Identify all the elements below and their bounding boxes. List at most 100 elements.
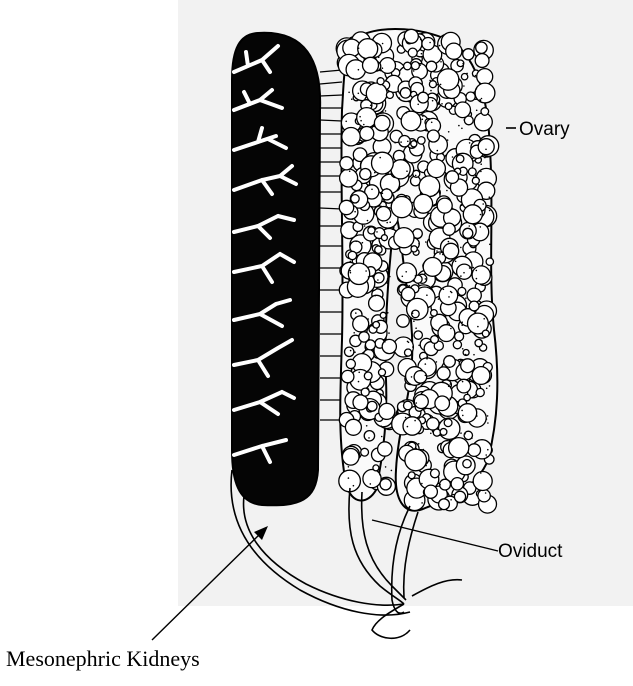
egg: [440, 479, 451, 490]
speckle: [358, 93, 360, 95]
speckle: [429, 42, 431, 44]
speckle: [379, 157, 381, 159]
egg: [405, 449, 427, 471]
speckle: [480, 214, 482, 216]
egg: [365, 340, 375, 350]
egg: [468, 444, 481, 457]
speckle: [423, 449, 425, 451]
speckle: [373, 126, 375, 128]
speckle: [480, 163, 482, 165]
speckle: [402, 276, 404, 278]
speckle: [485, 149, 487, 151]
speckle: [459, 340, 461, 342]
speckle: [354, 211, 356, 213]
speckle: [450, 328, 452, 330]
ovary-label: Ovary: [519, 119, 570, 141]
speckle: [384, 341, 386, 343]
speckle: [382, 43, 384, 45]
egg: [411, 141, 417, 147]
speckle: [463, 272, 465, 274]
speckle: [372, 40, 374, 42]
egg: [476, 388, 484, 396]
speckle: [353, 332, 355, 334]
speckle: [408, 100, 410, 102]
speckle: [448, 131, 450, 133]
speckle: [458, 125, 460, 127]
egg: [472, 266, 490, 284]
egg: [379, 403, 395, 419]
speckle: [480, 226, 482, 228]
egg: [377, 78, 384, 85]
egg: [478, 139, 494, 155]
speckle: [355, 241, 357, 243]
speckle: [368, 276, 370, 278]
egg: [458, 287, 466, 295]
speckle: [484, 157, 486, 159]
speckle: [438, 298, 440, 300]
speckle: [393, 200, 395, 202]
speckle: [425, 241, 427, 243]
egg: [473, 472, 492, 491]
speckle: [421, 192, 423, 194]
egg: [463, 205, 482, 224]
speckle: [434, 281, 436, 283]
speckle: [461, 324, 463, 326]
speckle: [348, 477, 350, 479]
speckle: [465, 354, 467, 356]
speckle: [392, 228, 394, 230]
speckle: [425, 375, 427, 377]
egg: [486, 258, 493, 265]
speckle: [387, 282, 389, 284]
speckle: [461, 410, 463, 412]
speckle: [413, 320, 415, 322]
speckle: [406, 112, 408, 114]
speckle: [429, 80, 431, 82]
speckle: [462, 415, 464, 417]
speckle: [430, 90, 432, 92]
speckle: [415, 175, 417, 177]
speckle: [476, 110, 478, 112]
egg: [408, 48, 417, 57]
speckle: [480, 171, 482, 173]
egg: [373, 465, 379, 471]
speckle: [460, 247, 462, 249]
speckle: [387, 206, 389, 208]
egg: [476, 42, 487, 53]
speckle: [348, 92, 350, 94]
egg: [381, 189, 392, 200]
egg: [394, 228, 414, 248]
egg: [472, 177, 479, 184]
speckle: [420, 39, 422, 41]
egg: [404, 401, 413, 410]
egg: [426, 61, 436, 71]
speckle: [391, 470, 393, 472]
egg: [369, 295, 385, 311]
speckle: [463, 85, 465, 87]
speckle: [476, 415, 478, 417]
egg: [380, 312, 386, 318]
speckle: [376, 42, 378, 44]
egg: [357, 108, 377, 128]
speckle: [469, 142, 471, 144]
speckle: [352, 78, 354, 80]
egg: [348, 263, 369, 284]
egg: [414, 194, 433, 213]
speckle: [380, 375, 382, 377]
egg: [439, 286, 458, 305]
speckle: [437, 150, 439, 152]
speckle: [365, 270, 367, 272]
oviduct-label: Oviduct: [498, 541, 562, 563]
speckle: [455, 261, 457, 263]
speckle: [489, 210, 491, 212]
egg: [381, 235, 387, 241]
speckle: [414, 420, 416, 422]
speckle: [463, 119, 465, 121]
speckle: [360, 120, 362, 122]
speckle: [374, 172, 376, 174]
speckle: [362, 242, 364, 244]
speckle: [381, 426, 383, 428]
egg: [379, 369, 386, 376]
speckle: [441, 103, 443, 105]
speckle: [431, 122, 433, 124]
